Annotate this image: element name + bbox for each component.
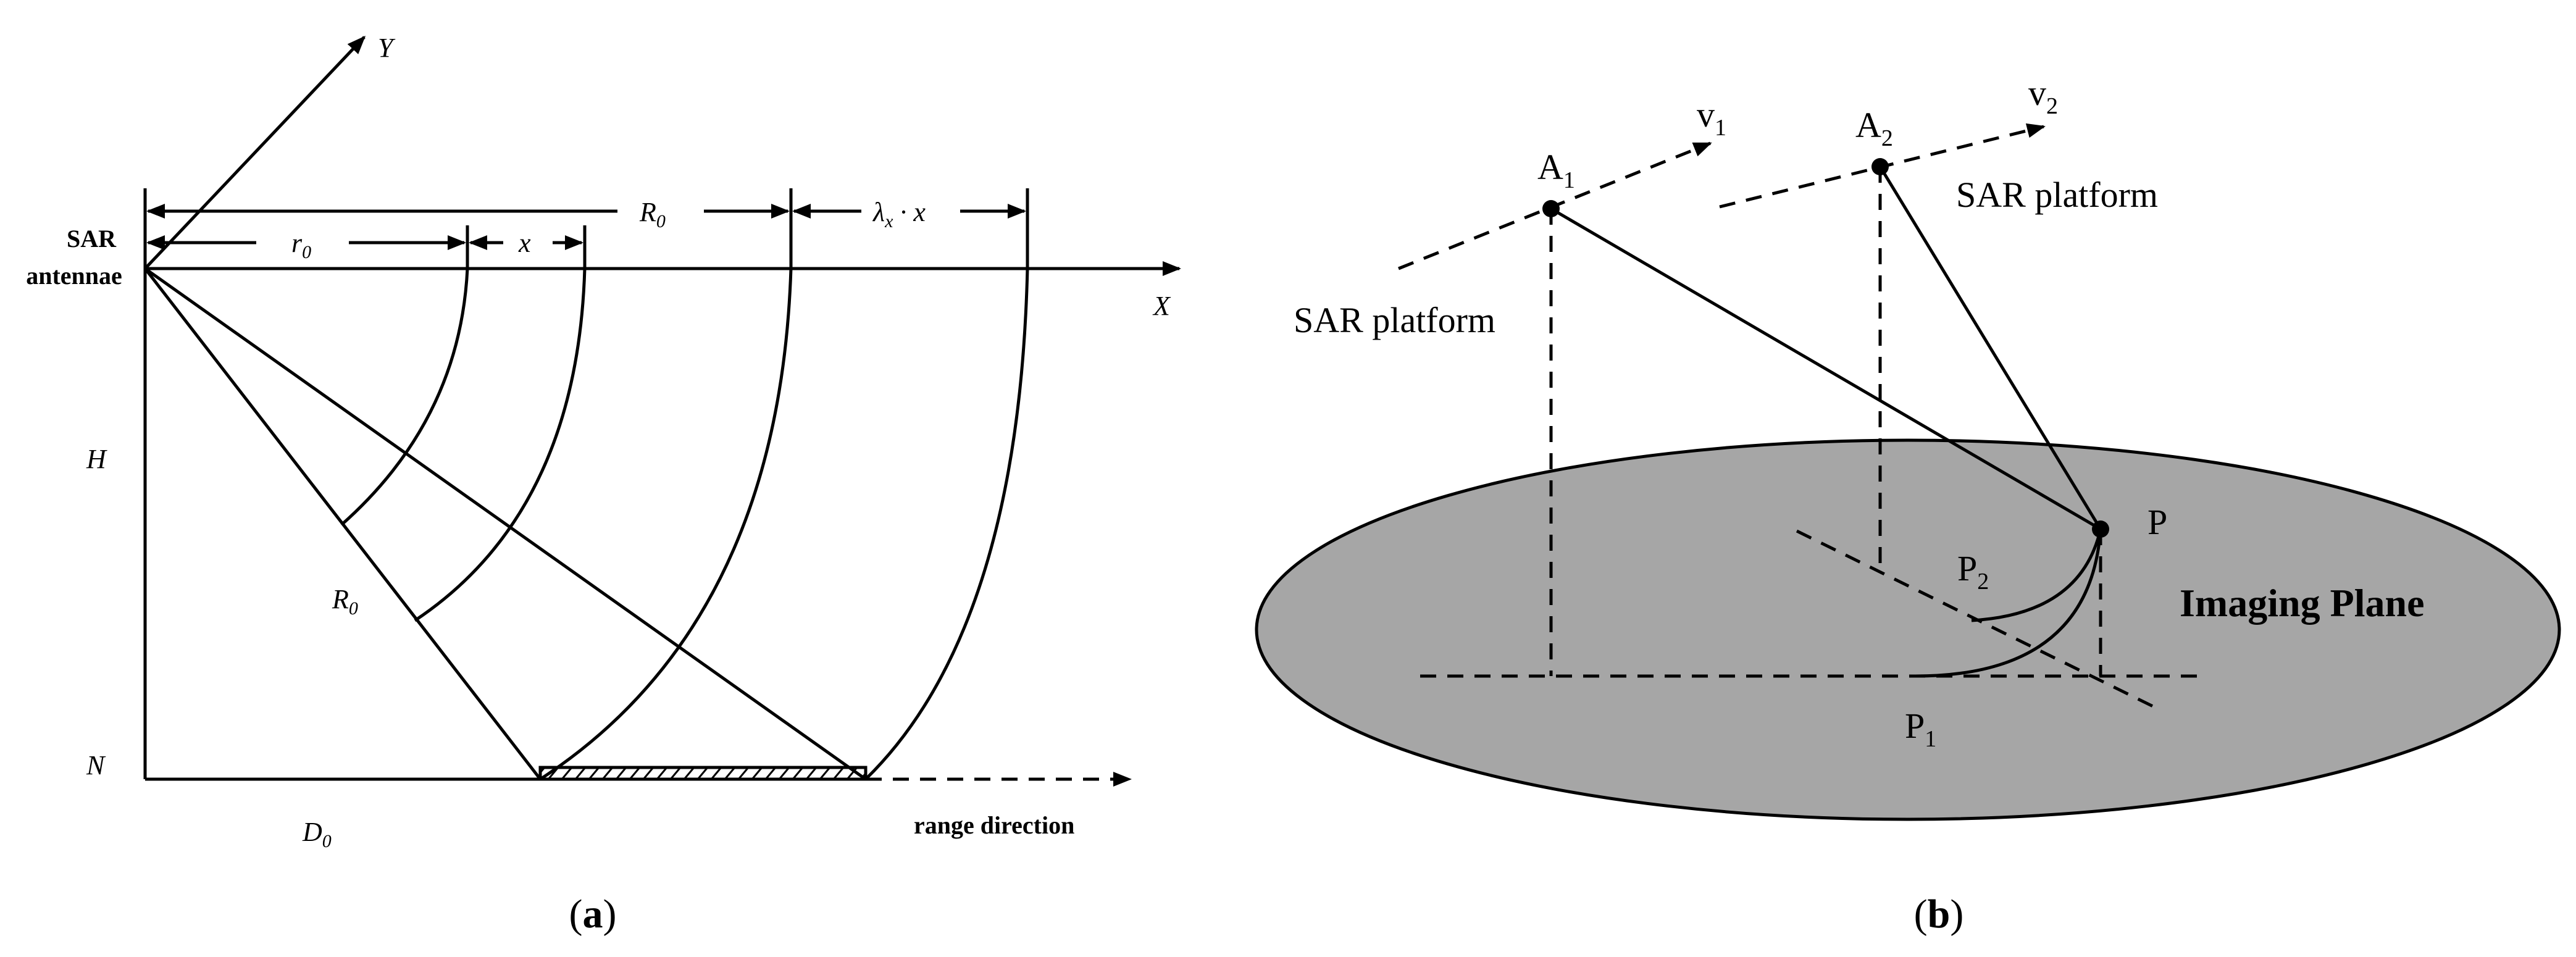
slant-line-far [145, 269, 866, 779]
label-P2: P2 [1957, 548, 1989, 595]
arc-R0 [540, 269, 791, 779]
sar-platform-label-left: SAR platform [1294, 300, 1495, 340]
panel-b [1255, 123, 2561, 821]
sar-antennae-label-line2: antennae [26, 262, 122, 290]
point-P [2092, 520, 2109, 538]
label-P1: P1 [1905, 706, 1936, 752]
point-A2 [1871, 158, 1889, 175]
x-axis-label: X [1152, 291, 1171, 321]
height-label: H [86, 444, 107, 474]
caption-b: (b) [1914, 892, 1964, 937]
arc-R0-plus-lambda [866, 269, 1027, 779]
imaging-plane-label: Imaging Plane [2180, 581, 2424, 625]
arc-r0-plus-x [415, 269, 585, 621]
ground-range-label: D0 [302, 817, 332, 851]
dim-x-label: x [518, 228, 531, 258]
imaging-plane-ellipse [1255, 438, 2561, 821]
dim-r0-label: r0 [291, 228, 311, 262]
label-A2: A2 [1855, 105, 1893, 151]
label-v2: v2 [2028, 73, 2058, 119]
slant-range-label: R0 [332, 584, 358, 619]
dim-R0-label: R0 [639, 197, 666, 232]
point-A1 [1542, 200, 1560, 217]
panel-b-labels: A1 v1 A2 v2 SAR platform SAR platform P … [1294, 73, 2424, 937]
arc-r0 [341, 269, 467, 525]
sar-platform-label-right: SAR platform [1956, 175, 2158, 215]
label-A1: A1 [1537, 147, 1575, 193]
caption-a: (a) [569, 892, 617, 937]
slant-A1-P [1551, 209, 2101, 529]
nadir-label: N [86, 750, 106, 780]
arc-P1 [1915, 529, 2101, 676]
arc-P2 [1972, 529, 2101, 621]
panel-a-labels: Y X SAR antennae R0 λx · x r0 x H R0 N D… [26, 33, 1171, 937]
dim-lambda-label: λx · x [872, 197, 926, 232]
swath-footprint [538, 766, 868, 781]
label-P: P [2147, 502, 2167, 542]
label-v1: v1 [1697, 94, 1726, 141]
slant-A2-P [1880, 167, 2101, 529]
y-axis-line [145, 35, 366, 269]
range-direction-label: range direction [914, 811, 1074, 839]
y-axis-label: Y [378, 33, 396, 63]
sar-antennae-label: SAR [67, 225, 117, 253]
panel-a [145, 35, 1181, 787]
